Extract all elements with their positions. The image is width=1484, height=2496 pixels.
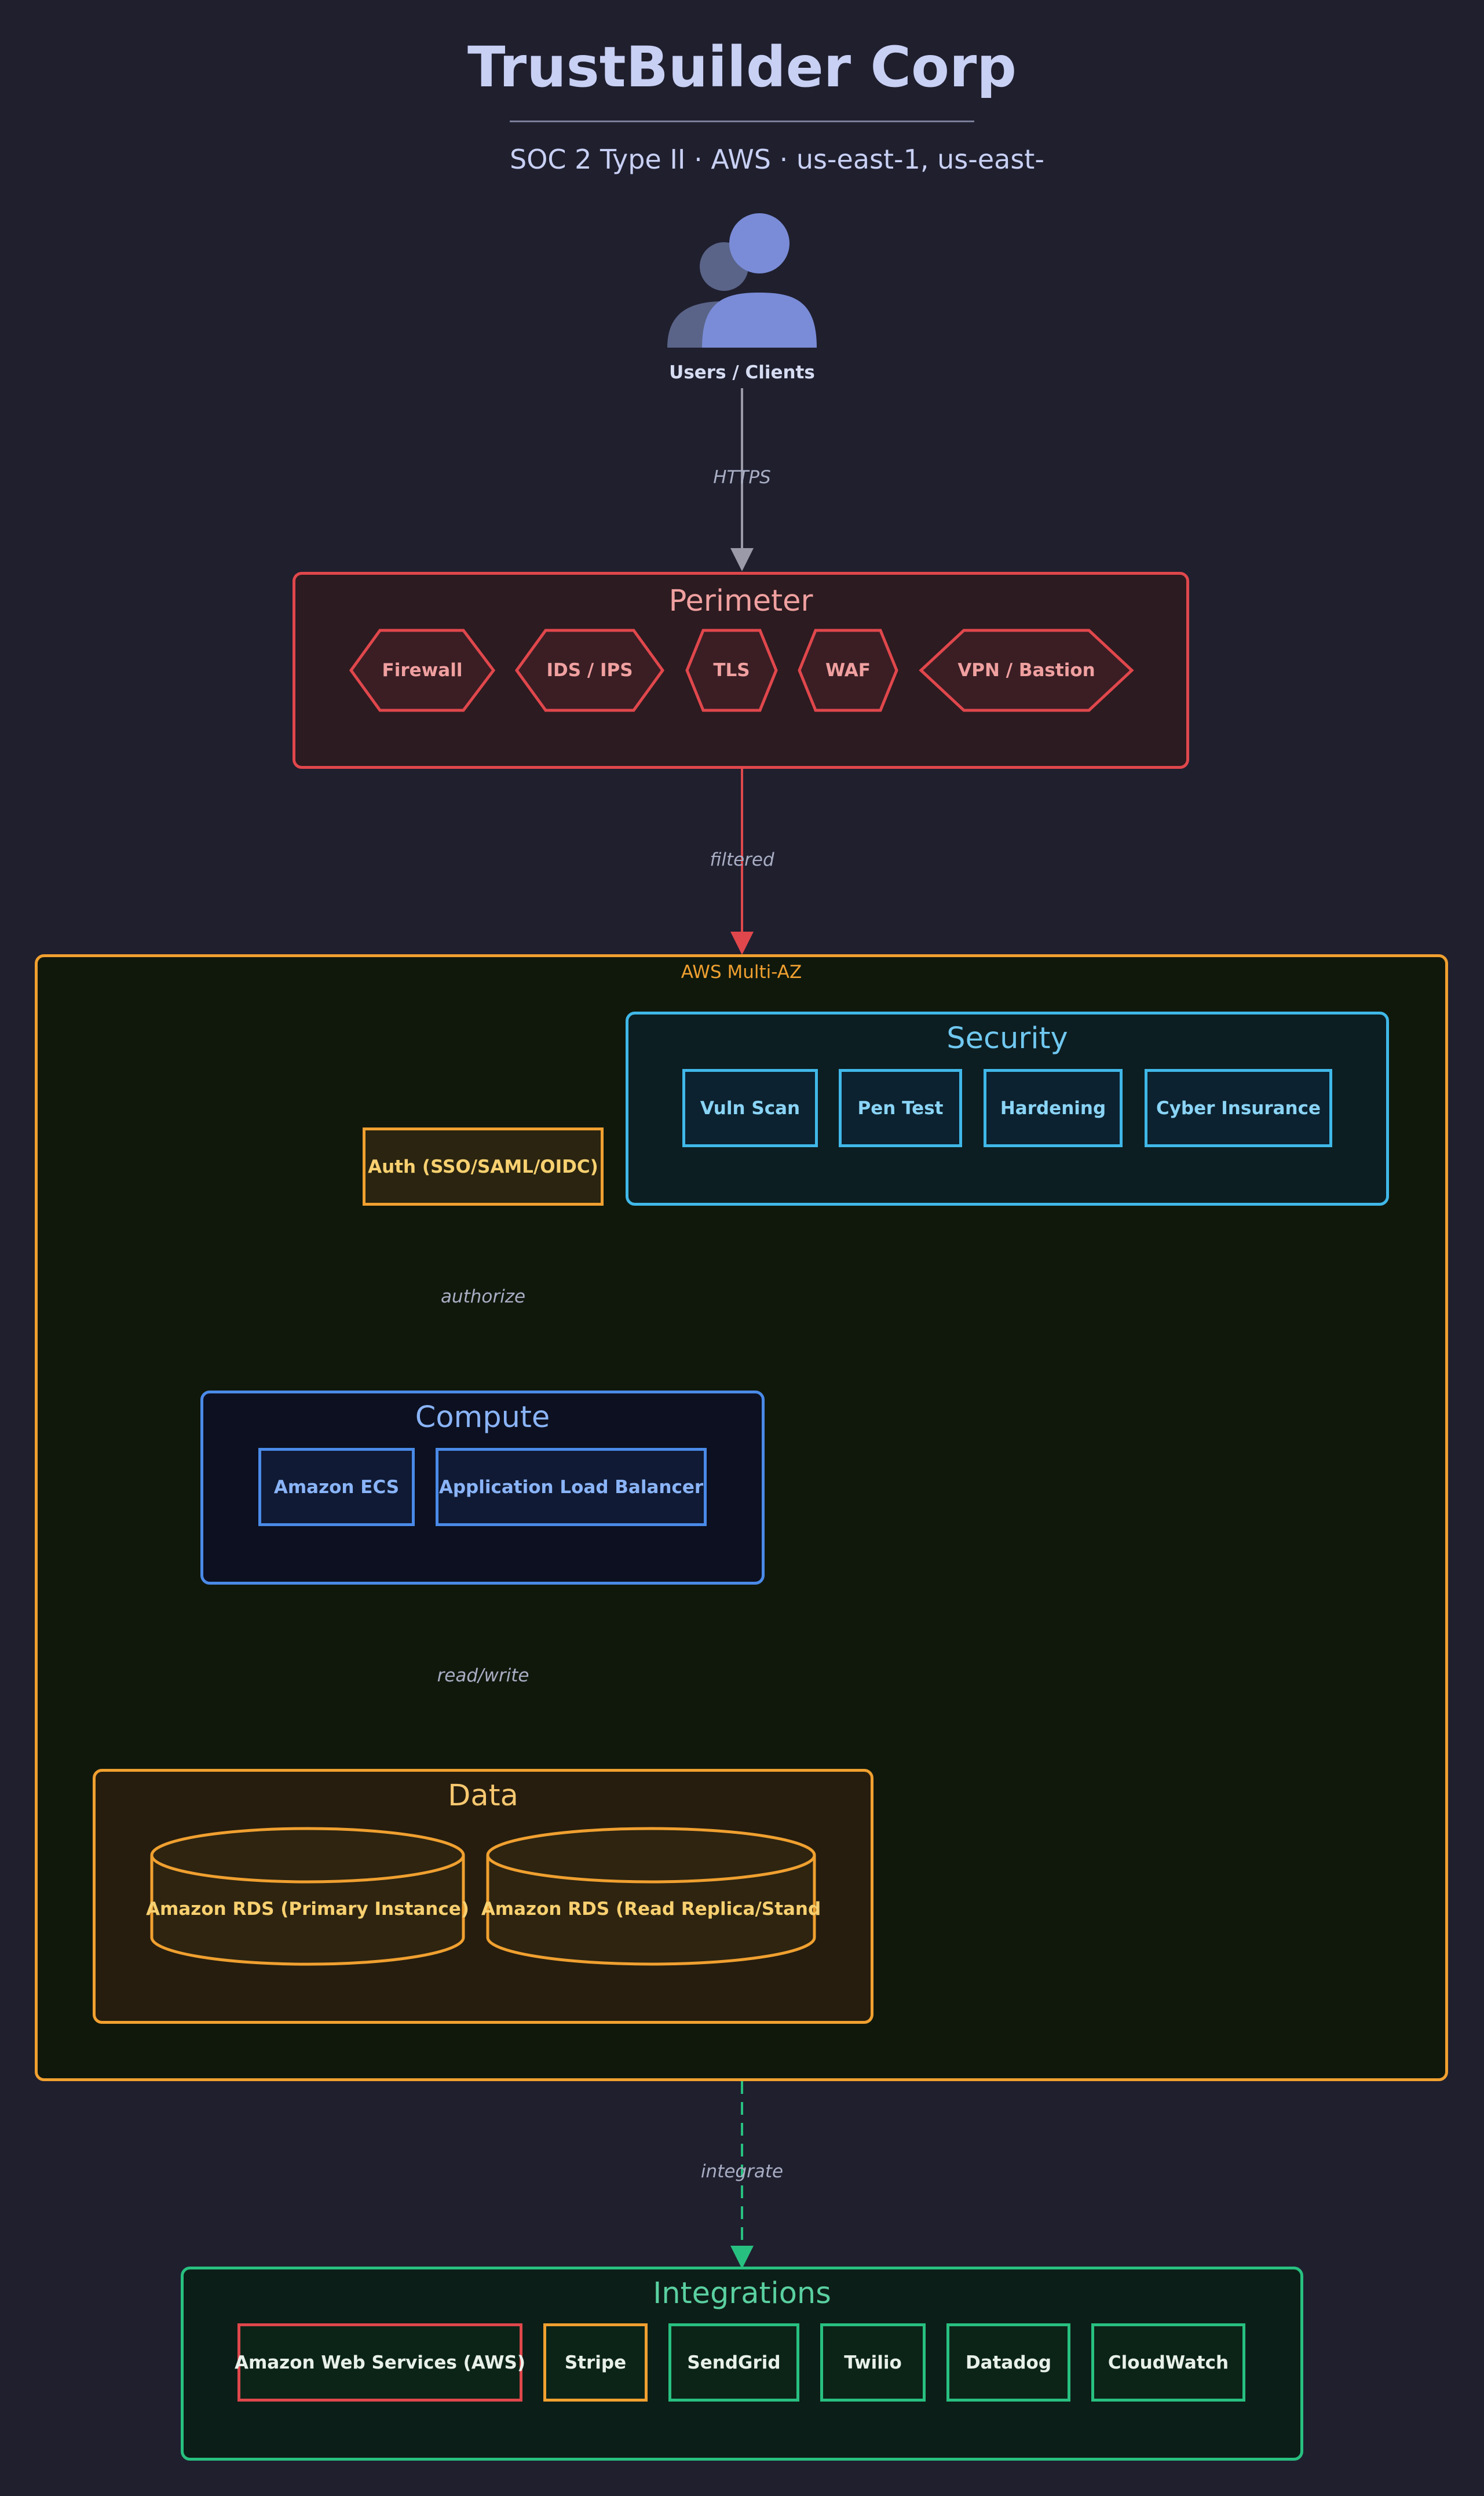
- compute-item-amazon-ecs[interactable]: Amazon ECS: [258, 1448, 415, 1526]
- integration-item-stripe[interactable]: Stripe: [543, 2323, 648, 2402]
- integration-item-datadog[interactable]: Datadog: [946, 2323, 1070, 2402]
- compute-title: Compute: [415, 1400, 550, 1435]
- edge-label-authorize: authorize: [440, 1286, 526, 1307]
- security-item-vuln-scan[interactable]: Vuln Scan: [682, 1069, 818, 1147]
- edge-label-filtered: filtered: [710, 849, 774, 870]
- integration-item-cloudwatch[interactable]: CloudWatch: [1091, 2323, 1245, 2402]
- users-label: Users / Clients: [669, 362, 815, 383]
- integration-item-sendgrid[interactable]: SendGrid: [668, 2323, 799, 2402]
- perimeter-label-vpn-bastion: VPN / Bastion: [957, 660, 1095, 681]
- perimeter-label-firewall: Firewall: [382, 660, 463, 681]
- data-label-rds-primary: Amazon RDS (Primary Instance): [146, 1899, 469, 1920]
- perimeter-label-ids-ips: IDS / IPS: [546, 660, 633, 681]
- title-divider: [510, 121, 974, 122]
- integrations-title: Integrations: [653, 2276, 831, 2311]
- compute-item-application-load-balancer[interactable]: Application Load Balancer: [436, 1448, 707, 1526]
- perimeter-label-waf: WAF: [825, 660, 871, 681]
- edge-label-https: HTTPS: [713, 467, 771, 488]
- auth-node[interactable]: Auth (SSO/SAML/OIDC): [363, 1127, 604, 1206]
- data-label-rds-replica: Amazon RDS (Read Replica/Stand: [481, 1899, 821, 1920]
- users-icon: [667, 213, 817, 348]
- data-title: Data: [448, 1779, 518, 1813]
- security-item-hardening[interactable]: Hardening: [984, 1069, 1123, 1147]
- edge-label-integrate: integrate: [700, 2161, 784, 2182]
- diagram-title: TrustBuilder Corp: [467, 35, 1017, 100]
- edge-label-read-write: read/write: [437, 1665, 529, 1686]
- security-item-cyber-insurance[interactable]: Cyber Insurance: [1145, 1069, 1332, 1147]
- security-title: Security: [946, 1021, 1068, 1056]
- perimeter-label-tls: TLS: [713, 660, 750, 681]
- integration-item-aws[interactable]: Amazon Web Services (AWS): [235, 2323, 525, 2402]
- aws-multi-az-label: AWS Multi-AZ: [681, 962, 802, 983]
- security-item-pen-test[interactable]: Pen Test: [839, 1069, 962, 1147]
- perimeter-title: Perimeter: [668, 584, 813, 618]
- integration-item-twilio[interactable]: Twilio: [820, 2323, 926, 2402]
- diagram-subtitle: SOC 2 Type II · AWS · us-east-1, us-east…: [510, 144, 1044, 175]
